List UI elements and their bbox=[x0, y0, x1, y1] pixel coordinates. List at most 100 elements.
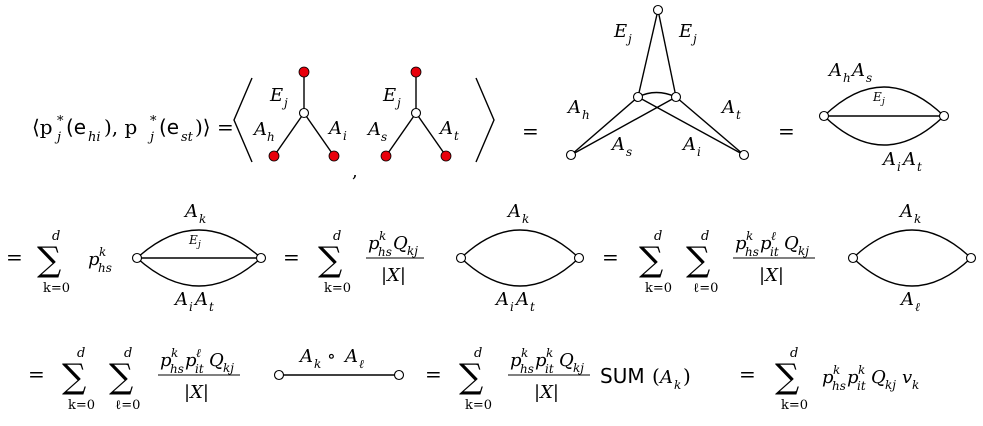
fraction-2: p hs k p it ℓ Q kj |X| bbox=[733, 229, 815, 286]
angle-open bbox=[233, 77, 253, 163]
svg-text:kj: kj bbox=[798, 244, 809, 258]
svg-text:ℓ: ℓ bbox=[359, 357, 364, 371]
lhs-sub-hi: hi bbox=[88, 130, 101, 145]
sum-2: d ∑ k=0 bbox=[318, 229, 351, 296]
svg-text:t: t bbox=[209, 300, 214, 314]
svg-text:k=0: k=0 bbox=[645, 281, 672, 296]
svg-text:∑: ∑ bbox=[62, 357, 86, 397]
svg-text:p: p bbox=[735, 233, 747, 254]
equals-6: = bbox=[28, 362, 45, 386]
svg-text:A: A bbox=[514, 289, 529, 310]
svg-text:t: t bbox=[454, 129, 459, 143]
svg-text:A: A bbox=[343, 346, 358, 367]
svg-text:k=0: k=0 bbox=[68, 398, 95, 413]
svg-text:Q: Q bbox=[559, 350, 574, 371]
svg-text:A: A bbox=[901, 149, 916, 170]
svg-text:s: s bbox=[626, 145, 632, 159]
term-p-hs-k: p hs k bbox=[88, 245, 112, 275]
svg-text:k: k bbox=[379, 229, 386, 243]
svg-text:p: p bbox=[368, 233, 380, 254]
svg-text:Q: Q bbox=[393, 233, 408, 254]
svg-text:A: A bbox=[720, 97, 735, 118]
svg-text:A: A bbox=[881, 149, 896, 170]
svg-text:j: j bbox=[625, 32, 632, 46]
svg-text:hs: hs bbox=[378, 245, 392, 259]
svg-text:p: p bbox=[822, 367, 834, 388]
svg-text:hs: hs bbox=[745, 245, 759, 259]
svg-text:): ) bbox=[683, 364, 691, 388]
sum-function: SUM ( A k ) bbox=[600, 364, 691, 392]
equals-3: = bbox=[6, 245, 23, 269]
svg-text:p: p bbox=[88, 249, 100, 270]
fraction-4: p hs k p it k Q kj |X| bbox=[508, 346, 590, 403]
svg-text:A: A bbox=[850, 60, 865, 81]
svg-text:k: k bbox=[522, 212, 529, 226]
arc-graph-1: A h A s E j A i A t bbox=[818, 60, 950, 174]
lhs-close: )⟩ = bbox=[195, 115, 234, 139]
svg-text:h: h bbox=[267, 130, 275, 144]
svg-text:Q: Q bbox=[784, 233, 799, 254]
merged-graph: E j E j A h A t A s A i bbox=[565, 4, 750, 161]
arc-graph-2: A k E j A i A t bbox=[131, 201, 267, 314]
svg-text:p: p bbox=[510, 350, 522, 371]
svg-text:d: d bbox=[790, 346, 798, 361]
svg-text:E: E bbox=[269, 85, 283, 106]
svg-text:k: k bbox=[546, 346, 553, 360]
svg-text:v: v bbox=[902, 367, 912, 388]
svg-text:kj: kj bbox=[223, 361, 234, 375]
svg-text:k: k bbox=[914, 212, 921, 226]
svg-text:j: j bbox=[880, 97, 885, 107]
svg-text:∑: ∑ bbox=[639, 240, 663, 280]
svg-text:j: j bbox=[196, 240, 201, 250]
svg-text:A: A bbox=[827, 60, 842, 81]
equals-8: = bbox=[739, 362, 756, 386]
equals-2: = bbox=[778, 119, 795, 143]
fraction-3: p hs k p it ℓ Q kj |X| bbox=[158, 346, 240, 403]
svg-text:A: A bbox=[327, 118, 342, 139]
svg-text:A: A bbox=[366, 119, 381, 140]
svg-text:d: d bbox=[52, 229, 60, 244]
svg-text:p: p bbox=[535, 350, 547, 371]
svg-text:∑: ∑ bbox=[459, 357, 483, 397]
svg-text:ℓ: ℓ bbox=[196, 346, 201, 360]
svg-text:k=0: k=0 bbox=[43, 281, 70, 296]
svg-text:it: it bbox=[195, 362, 204, 376]
fraction-1: p hs k Q kj |X| bbox=[366, 229, 424, 286]
svg-text:i: i bbox=[343, 129, 347, 143]
svg-text:d: d bbox=[701, 229, 709, 244]
angle-close bbox=[475, 77, 495, 163]
svg-text:(: ( bbox=[652, 364, 660, 388]
svg-text:k: k bbox=[171, 346, 178, 360]
svg-text:p: p bbox=[760, 233, 772, 254]
arc-graph-3: A k A i A t bbox=[455, 201, 585, 314]
svg-text:k: k bbox=[912, 378, 919, 392]
svg-text:hs: hs bbox=[170, 362, 184, 376]
svg-text:t: t bbox=[736, 108, 741, 122]
svg-text:it: it bbox=[545, 362, 554, 376]
svg-text:s: s bbox=[381, 130, 387, 144]
svg-text:d: d bbox=[474, 346, 482, 361]
equals-7: = bbox=[425, 362, 442, 386]
svg-text:A: A bbox=[298, 346, 313, 367]
svg-text:A: A bbox=[899, 289, 914, 310]
svg-text:t: t bbox=[530, 300, 535, 314]
star-graph-1: E j A h A i bbox=[252, 66, 347, 162]
svg-text:k: k bbox=[858, 363, 865, 377]
svg-text:A: A bbox=[566, 97, 581, 118]
svg-text:A: A bbox=[898, 201, 913, 222]
svg-text:∘: ∘ bbox=[327, 346, 336, 367]
svg-text:i: i bbox=[510, 300, 514, 314]
sum-5: d ∑ k=0 bbox=[62, 346, 95, 413]
svg-text:A: A bbox=[252, 119, 267, 140]
svg-text:it: it bbox=[857, 379, 866, 393]
svg-text:∑: ∑ bbox=[37, 240, 61, 280]
svg-text:d: d bbox=[77, 346, 85, 361]
lhs-sub-j2: j bbox=[147, 130, 154, 145]
final-term: p hs k p it k Q kj v k bbox=[822, 363, 919, 393]
svg-text:j: j bbox=[690, 32, 697, 46]
svg-text:ℓ=0: ℓ=0 bbox=[693, 281, 718, 296]
lhs-open: ⟨p bbox=[32, 115, 53, 139]
svg-text:A: A bbox=[438, 118, 453, 139]
svg-text:k: k bbox=[314, 357, 321, 371]
